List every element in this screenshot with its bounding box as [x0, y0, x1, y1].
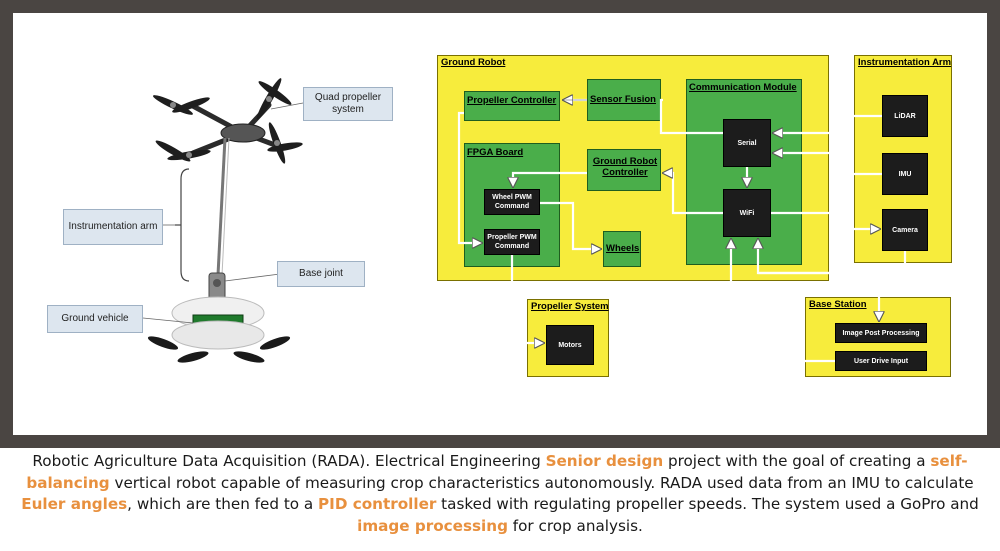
lidar-block: LiDAR	[882, 95, 928, 137]
wheels-label: Wheels	[606, 243, 640, 254]
ground-robot-title: Ground Robot	[441, 57, 506, 68]
caption-text-2: project with the goal of creating a	[663, 452, 931, 470]
caption-highlight-euler-angles: Euler angles	[21, 495, 128, 513]
robot-illustration	[142, 78, 304, 363]
ground-robot-controller-block: Ground Robot Controller	[587, 149, 661, 191]
propeller-system-title: Propeller System	[531, 301, 609, 312]
wheel-pwm-block: Wheel PWM Command	[484, 189, 540, 215]
callout-instrumentation-arm: Instrumentation arm	[63, 209, 163, 245]
caption-highlight-senior-design: Senior design	[545, 452, 664, 470]
connection-arrows	[457, 13, 907, 363]
caption-text-3: vertical robot capable of measuring crop…	[109, 473, 974, 492]
propeller-controller-block: Propeller Controller	[464, 91, 560, 121]
fpga-board-label: FPGA Board	[467, 147, 524, 158]
figure-panel: Quad propeller system Instrumentation ar…	[13, 13, 987, 435]
motors-block: Motors	[546, 325, 594, 365]
caption-highlight-self-balancing: self-balancing	[26, 452, 968, 492]
ground-robot-controller-label: Ground Robot Controller	[592, 156, 658, 178]
serial-block: Serial	[723, 119, 771, 167]
figure-caption: Robotic Agriculture Data Acquisition (RA…	[0, 451, 1000, 547]
caption-text-4: , which are then fed to a	[127, 495, 319, 513]
caption-text-5: tasked with regulating propeller speeds.…	[436, 495, 979, 513]
base-station-title: Base Station	[809, 299, 867, 310]
image-post-processing-block: Image Post Processing	[835, 323, 927, 343]
propeller-controller-label: Propeller Controller	[467, 95, 557, 106]
caption-highlight-image-processing: image processing	[357, 516, 508, 535]
caption-text-1: Robotic Agriculture Data Acquisition (RA…	[32, 452, 546, 470]
sensor-fusion-block: Sensor Fusion	[587, 79, 661, 121]
callout-base-joint: Base joint	[277, 261, 365, 287]
callout-quad-propeller: Quad propeller system	[303, 87, 393, 121]
figure-frame: Quad propeller system Instrumentation ar…	[0, 0, 1000, 448]
caption-highlight-pid-controller: PID controller	[318, 495, 437, 513]
user-drive-input-block: User Drive Input	[835, 351, 927, 371]
instrumentation-arm-title: Instrumentation Arm	[858, 57, 952, 68]
imu-block: IMU	[882, 153, 928, 195]
camera-block: Camera	[882, 209, 928, 251]
wifi-block: WiFi	[723, 189, 771, 237]
callout-ground-vehicle: Ground vehicle	[47, 305, 143, 333]
wheels-block: Wheels	[603, 231, 641, 267]
propeller-pwm-block: Propeller PWM Command	[484, 229, 540, 255]
sensor-fusion-label: Sensor Fusion	[590, 94, 656, 105]
caption-text-6: for crop analysis.	[507, 516, 643, 535]
communication-module-label: Communication Module	[689, 82, 797, 93]
